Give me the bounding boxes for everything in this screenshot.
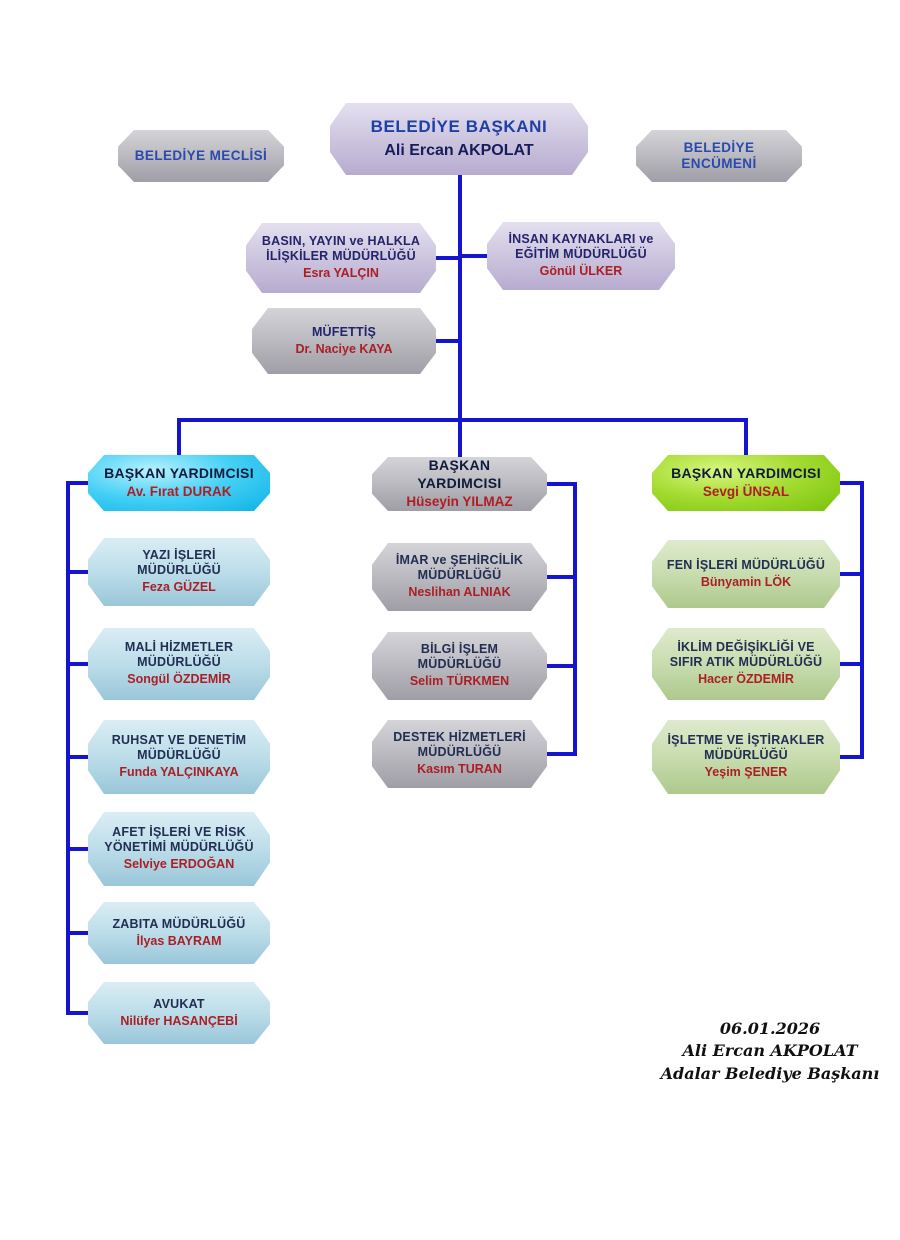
box-mufettis: MÜFETTİŞ Dr. Naciye KAYA (252, 308, 436, 374)
box-name: Selviye ERDOĞAN (123, 857, 235, 872)
box-iklim-sifir-atik-mudurlugu: İKLİM DEĞİŞİKLİĞİ VE SIFIR ATIK MÜDÜRLÜĞ… (652, 628, 840, 700)
box-title: BELEDİYE MECLİSİ (134, 147, 268, 163)
box-yazi-isleri-mudurlugu: YAZI İŞLERİ MÜDÜRLÜĞÜ Feza GÜZEL (88, 538, 270, 606)
box-title: BAŞKAN YARDIMCISI (417, 457, 502, 491)
box-belediye-meclisi: BELEDİYE MECLİSİ (118, 130, 284, 182)
box-title: İŞLETME VE İŞTİRAKLER MÜDÜRLÜĞÜ (667, 732, 825, 763)
box-title: AVUKAT (153, 996, 205, 1011)
signature-date: 06.01.2026 (719, 1019, 821, 1038)
box-afet-isleri-risk-mudurlugu: AFET İŞLERİ VE RİSK YÖNETİMİ MÜDÜRLÜĞÜ S… (88, 812, 270, 886)
box-title: AFET İŞLERİ VE RİSK YÖNETİMİ MÜDÜRLÜĞÜ (104, 824, 254, 855)
box-name: Gönül ÜLKER (539, 264, 623, 279)
box-name: Neslihan ALNIAK (408, 585, 511, 600)
box-name: Ali Ercan AKPOLAT (384, 141, 534, 159)
box-name: Songül ÖZDEMİR (127, 672, 231, 687)
box-title: İKLİM DEĞİŞİKLİĞİ VE SIFIR ATIK MÜDÜRLÜĞ… (669, 639, 823, 670)
box-name: Feza GÜZEL (142, 580, 216, 595)
box-title: RUHSAT VE DENETİM MÜDÜRLÜĞÜ (111, 732, 247, 763)
box-basin-yayin-mudurlugu: BASIN, YAYIN ve HALKLA İLİŞKİLER MÜDÜRLÜ… (246, 223, 436, 293)
box-title: BAŞKAN YARDIMCISI (671, 465, 821, 482)
box-title: İMAR ve ŞEHİRCİLİK MÜDÜRLÜĞÜ (395, 552, 524, 583)
box-avukat: AVUKAT Nilüfer HASANÇEBİ (88, 982, 270, 1044)
box-name: Nilüfer HASANÇEBİ (120, 1013, 238, 1028)
box-name: Yeşim ŞENER (704, 765, 788, 780)
box-title: İNSAN KAYNAKLARI ve EĞİTİM MÜDÜRLÜĞÜ (508, 231, 654, 262)
box-title: MÜFETTİŞ (311, 324, 377, 339)
box-name: Hüseyin YILMAZ (406, 493, 513, 509)
box-name: Hacer ÖZDEMİR (698, 672, 794, 687)
box-imar-sehircilik-mudurlugu: İMAR ve ŞEHİRCİLİK MÜDÜRLÜĞÜ Neslihan AL… (372, 543, 547, 611)
box-bilgi-islem-mudurlugu: BİLGİ İŞLEM MÜDÜRLÜĞÜ Selim TÜRKMEN (372, 632, 547, 700)
box-title: MALİ HİZMETLER MÜDÜRLÜĞÜ (124, 639, 234, 670)
box-isletme-istirakler-mudurlugu: İŞLETME VE İŞTİRAKLER MÜDÜRLÜĞÜ Yeşim ŞE… (652, 720, 840, 794)
box-name: Sevgi ÜNSAL (702, 484, 790, 500)
box-baskan-yardimcisi-1: BAŞKAN YARDIMCISI Av. Fırat DURAK (88, 455, 270, 511)
box-title: YAZI İŞLERİ MÜDÜRLÜĞÜ (137, 547, 221, 578)
box-name: Funda YALÇINKAYA (119, 765, 239, 780)
box-baskan-yardimcisi-2: BAŞKAN YARDIMCISI Hüseyin YILMAZ (372, 457, 547, 511)
box-name: İlyas BAYRAM (136, 933, 222, 948)
box-title: BAŞKAN YARDIMCISI (104, 465, 254, 482)
box-name: Bünyamin LÖK (700, 574, 792, 589)
box-belediye-encumeni: BELEDİYE ENCÜMENİ (636, 130, 802, 182)
signature-name: Ali Ercan AKPOLAT (682, 1041, 858, 1061)
box-fen-isleri-mudurlugu: FEN İŞLERİ MÜDÜRLÜĞÜ Bünyamin LÖK (652, 540, 840, 608)
box-name: Av. Fırat DURAK (126, 484, 232, 500)
box-zabita-mudurlugu: ZABITA MÜDÜRLÜĞÜ İlyas BAYRAM (88, 902, 270, 964)
box-title: ZABITA MÜDÜRLÜĞÜ (112, 916, 246, 931)
box-title: DESTEK HİZMETLERİ MÜDÜRLÜĞÜ (393, 729, 526, 760)
box-title: BİLGİ İŞLEM MÜDÜRLÜĞÜ (417, 641, 502, 672)
box-title: BASIN, YAYIN ve HALKLA İLİŞKİLER MÜDÜRLÜ… (261, 233, 421, 264)
box-insan-kaynaklari-mudurlugu: İNSAN KAYNAKLARI ve EĞİTİM MÜDÜRLÜĞÜ Gön… (487, 222, 675, 290)
box-ruhsat-denetim-mudurlugu: RUHSAT VE DENETİM MÜDÜRLÜĞÜ Funda YALÇIN… (88, 720, 270, 794)
box-title: BELEDİYE ENCÜMENİ (681, 139, 757, 171)
box-belediye-baskani: BELEDİYE BAŞKANI Ali Ercan AKPOLAT (330, 103, 588, 175)
box-name: Esra YALÇIN (303, 266, 379, 281)
box-title: FEN İŞLERİ MÜDÜRLÜĞÜ (666, 557, 826, 572)
box-destek-hizmetleri-mudurlugu: DESTEK HİZMETLERİ MÜDÜRLÜĞÜ Kasım TURAN (372, 720, 547, 788)
box-name: Selim TÜRKMEN (409, 674, 510, 689)
signature-block: 06.01.2026 Ali Ercan AKPOLAT Adalar Bele… (630, 1018, 900, 1085)
signature-title: Adalar Belediye Başkanı (660, 1063, 880, 1083)
box-baskan-yardimcisi-3: BAŞKAN YARDIMCISI Sevgi ÜNSAL (652, 455, 840, 511)
box-name: Kasım TURAN (417, 762, 502, 777)
box-title: BELEDİYE BAŞKANI (370, 117, 548, 137)
box-mali-hizmetler-mudurlugu: MALİ HİZMETLER MÜDÜRLÜĞÜ Songül ÖZDEMİR (88, 628, 270, 700)
box-name: Dr. Naciye KAYA (295, 341, 393, 356)
